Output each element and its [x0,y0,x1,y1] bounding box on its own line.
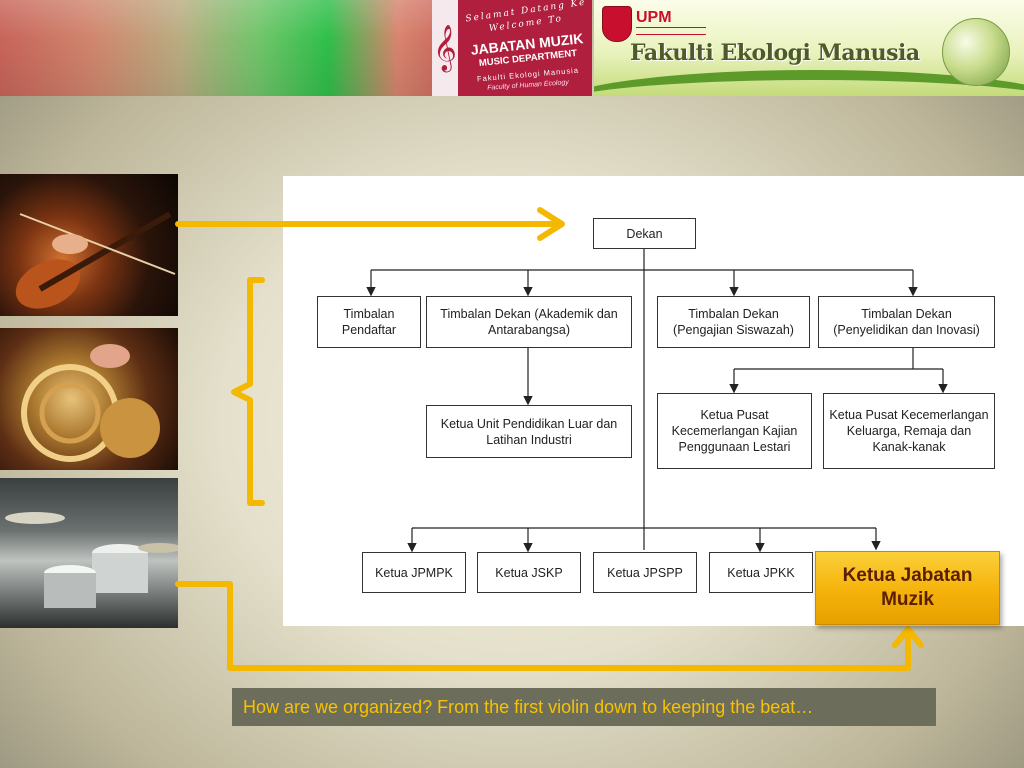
org-box-timbalan-dekan-penyelidikan: Timbalan Dekan (Penyelidikan dan Inovasi… [818,296,995,348]
upm-logo-underline [636,27,706,35]
org-box-ketua-jpmpk: Ketua JPMPK [362,552,466,593]
faculty-title: Fakulti Ekologi Manusia [630,40,920,66]
org-box-ketua-jpkk: Ketua JPKK [709,552,813,593]
org-box-ketua-jpspp: Ketua JPSPP [593,552,697,593]
org-box-timbalan-dekan-siswazah: Timbalan Dekan (Pengajian Siswazah) [657,296,810,348]
upm-crest-icon [602,6,632,42]
org-box-timbalan-dekan-akademik: Timbalan Dekan (Akademik dan Antarabangs… [426,296,632,348]
drum-kit-icon [5,512,178,608]
faculty-banner: UPM Fakulti Ekologi Manusia [594,0,1024,96]
org-box-timbalan-pendaftar: Timbalan Pendaftar [317,296,421,348]
org-box-ketua-unit-pendidikan: Ketua Unit Pendidikan Luar dan Latihan I… [426,405,632,458]
org-box-ketua-jskp: Ketua JSKP [477,552,581,593]
upm-logo-text: UPM [636,9,672,26]
org-box-dekan: Dekan [593,218,696,249]
violin-icon [15,211,176,309]
org-box-ketua-pusat-keluarga: Ketua Pusat Kecemerlangan Keluarga, Rema… [823,393,995,469]
org-box-ketua-pusat-kajian: Ketua Pusat Kecemerlangan Kajian Penggun… [657,393,812,469]
treble-clef-icon: 𝄞 [432,0,458,96]
music-department-banner: 𝄞 Selamat Datang Ke Welcome To JABATAN M… [432,0,592,96]
french-horn-photo [0,328,178,470]
french-horn-icon [21,344,160,462]
drum-kit-photo [0,478,178,628]
org-box-ketua-jabatan-muzik: Ketua Jabatan Muzik [815,551,1000,625]
violin-photo [0,174,178,316]
header-gradient-band [0,0,432,96]
slide-caption: How are we organized? From the first vio… [232,688,936,726]
globe-icon [942,18,1010,86]
green-swoosh-decoration [594,70,1024,96]
